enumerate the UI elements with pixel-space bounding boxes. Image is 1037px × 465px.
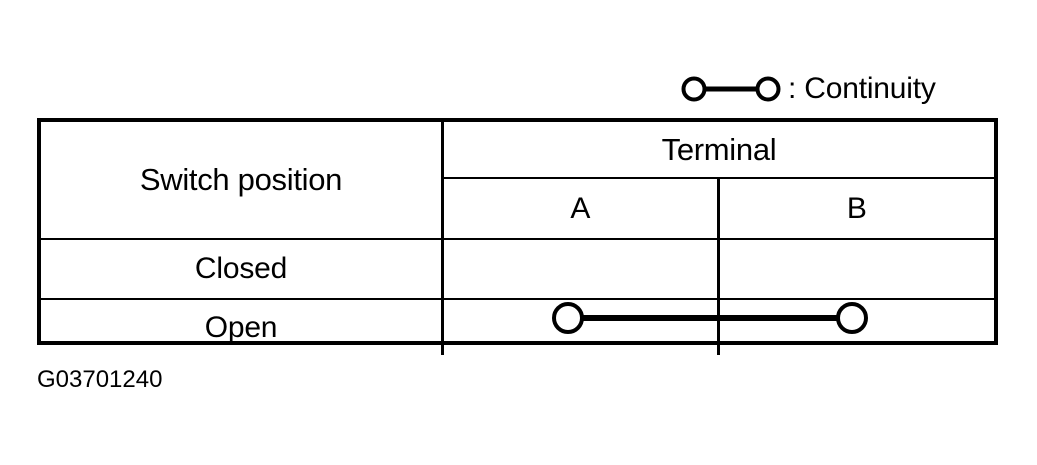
cell-closed-terminal-b [717, 238, 994, 300]
figure-caption: G03701240 [37, 366, 163, 393]
switch-continuity-table: Switch position Terminal A B Closed Open [37, 118, 998, 355]
continuity-symbol-icon [676, 74, 786, 104]
row-label-open: Open [41, 298, 444, 355]
header-terminal-b: B [717, 177, 994, 240]
continuity-legend-label: : Continuity [788, 72, 936, 105]
table-row: Closed [41, 238, 994, 300]
table-row: Open [41, 298, 994, 355]
header-terminal-a: A [442, 177, 720, 240]
row-label-closed: Closed [41, 238, 444, 300]
cell-closed-terminal-a [441, 238, 720, 300]
table-header-row-primary: Switch position Terminal [41, 122, 994, 240]
header-switch-position: Switch position [41, 122, 444, 240]
header-terminal: Terminal [441, 122, 994, 179]
continuity-legend: : Continuity [676, 68, 998, 110]
cell-open-terminal-b [717, 298, 994, 355]
table-header-row-secondary: A B [41, 177, 994, 240]
cell-open-terminal-a [441, 298, 720, 355]
